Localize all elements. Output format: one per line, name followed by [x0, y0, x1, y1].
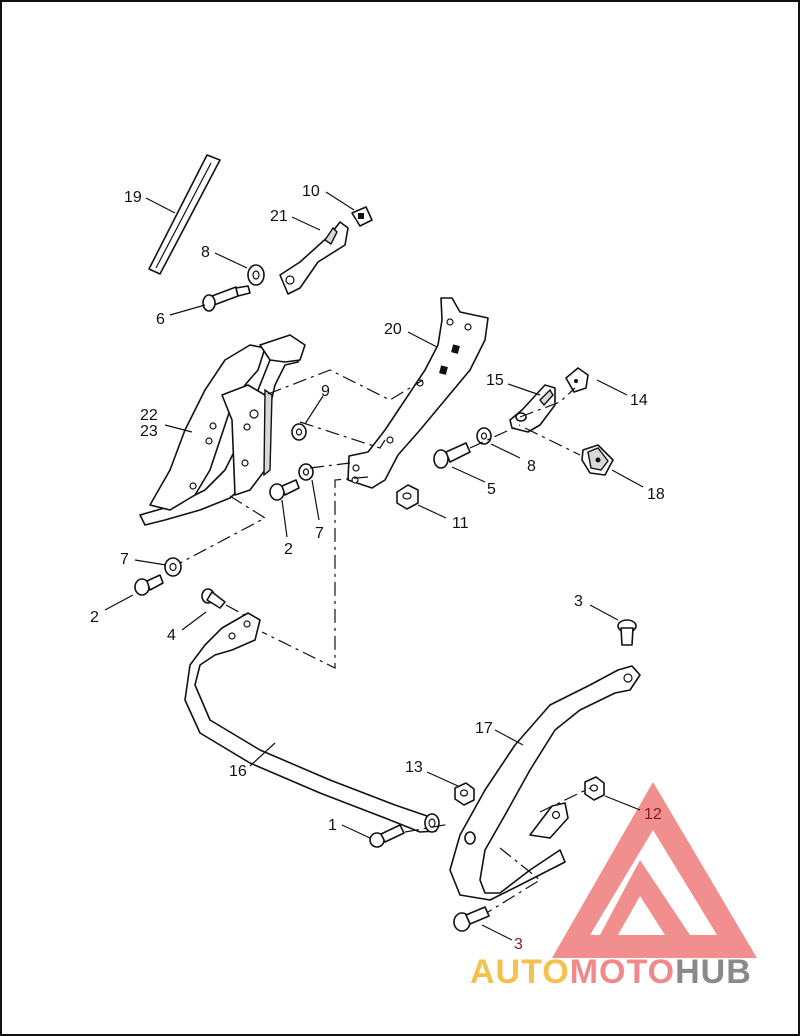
- part-17-guard-bar: [449, 665, 641, 901]
- callout-22: 22: [140, 407, 158, 424]
- callout-9: 9: [321, 383, 330, 400]
- callout-5: 5: [487, 481, 496, 498]
- part-16-guard-bar: [184, 612, 440, 833]
- callout-8-top: 8: [201, 244, 210, 261]
- part-22-23-footboard-bracket: [139, 334, 306, 526]
- callout-20: 20: [384, 321, 402, 338]
- part-10-clip: [351, 206, 373, 227]
- part-3-bolt-bottom: [453, 906, 490, 932]
- part-21-bracket: [279, 221, 349, 295]
- callout-2-lower: 2: [90, 609, 99, 626]
- part-4-bolt: [201, 588, 226, 609]
- callout-10: 10: [302, 183, 320, 200]
- callout-6: 6: [156, 311, 165, 328]
- callout-15: 15: [486, 372, 504, 389]
- part-13-nut: [454, 782, 475, 806]
- leader-lines: [104, 191, 644, 941]
- part-2-bolt-upper: [269, 479, 300, 501]
- part-20-support-bracket: [347, 297, 489, 489]
- part-7-washer-upper: [298, 463, 314, 481]
- part-6-bolt: [202, 285, 251, 312]
- callout-2-upper: 2: [284, 541, 293, 558]
- callout-4: 4: [167, 627, 176, 644]
- callout-8-mid: 8: [527, 458, 536, 475]
- part-11-nut: [396, 484, 419, 510]
- part-19-trim-strip: [148, 154, 221, 275]
- callout-3-bottom: 3: [514, 936, 523, 953]
- svg-text:AUTOMOTOHUB: AUTOMOTOHUB: [470, 953, 752, 991]
- part-12-nut: [584, 776, 605, 801]
- callout-13: 13: [405, 759, 423, 776]
- callout-23: 23: [140, 423, 158, 440]
- part-5-bolt: [433, 442, 471, 469]
- assembly-dash-lines: [179, 369, 591, 913]
- callout-7-upper: 7: [315, 525, 324, 542]
- callout-1: 1: [328, 817, 337, 834]
- callout-19: 19: [124, 189, 142, 206]
- callout-16: 16: [229, 763, 247, 780]
- callout-3-top: 3: [574, 593, 583, 610]
- part-3-bolt-top: [617, 619, 637, 646]
- part-2-bolt-lower: [134, 574, 164, 596]
- watermark-moto: MOTO: [570, 953, 675, 991]
- watermark-hub: HUB: [675, 953, 752, 991]
- callout-12: 12: [644, 806, 662, 823]
- part-8-washer-top: [247, 264, 265, 286]
- part-7-washer-lower: [164, 557, 182, 577]
- callout-21: 21: [270, 208, 288, 225]
- part-1-bolt: [369, 824, 405, 848]
- callout-7-lower: 7: [120, 551, 129, 568]
- callout-11: 11: [452, 515, 469, 532]
- part-8-washer-mid: [476, 427, 492, 445]
- callout-17: 17: [475, 720, 493, 737]
- callout-14: 14: [630, 392, 648, 409]
- callout-18: 18: [647, 486, 665, 503]
- part-9-washer: [291, 423, 307, 441]
- watermark-wordmark: AUTOMOTOHUB: [470, 953, 752, 991]
- callout-labels: 19 10 21 8 6 20 22 23 9 15 14 8 5 18 11 …: [90, 183, 665, 953]
- part-18-plate: [581, 444, 614, 476]
- watermark-triangle: [552, 782, 757, 958]
- watermark-logo: [552, 782, 757, 958]
- watermark-auto: AUTO: [470, 953, 570, 991]
- watermark-inner-shape: [600, 860, 690, 935]
